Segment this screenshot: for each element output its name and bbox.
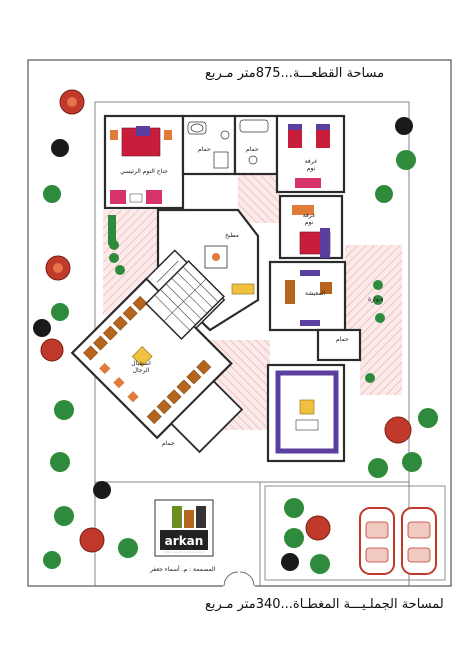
setback-line [94, 101, 410, 483]
courtyard-right [345, 245, 402, 395]
room-label-bedroom-2: غرفة نوم [302, 212, 316, 226]
master-bed [110, 126, 172, 204]
arkan-logo: arkan arkan design & construction [154, 499, 214, 557]
room-label-fountain: فـوارة [368, 296, 384, 303]
entrance-gate [223, 571, 255, 588]
family-hall [266, 363, 346, 463]
room-label-men-reception: استقبال الرجال [131, 360, 151, 374]
designer-credit: المصممة : م. أسماء جعفر [150, 566, 216, 573]
logo-brand: arkan [165, 534, 204, 548]
kitchen-island [204, 245, 255, 295]
living-furniture [285, 270, 332, 326]
courtyard-plants [109, 240, 385, 383]
plot-area-title: مساحة القطعـــة...875متر مـربع [205, 66, 385, 81]
men-reception-block [70, 249, 244, 454]
room-label-bath-3: حمام [336, 336, 349, 343]
room-label-kitchen: مطبخ [225, 232, 239, 239]
parking-area [264, 485, 446, 581]
room-label-living: المعيشة [305, 290, 326, 297]
built-area-title: لمساحة الجملـيـــة المغطـاة...340متر مـر… [205, 597, 444, 612]
car-right [401, 507, 437, 575]
garden-trees [33, 89, 438, 574]
room-label-bath-2: حمام [246, 146, 259, 153]
staircase [145, 260, 225, 340]
room-label-bedroom-1: غرفة نوم [304, 158, 318, 172]
room-label-bath-4: حمام [162, 440, 175, 447]
car-left [359, 507, 395, 575]
room-label-master-suite: جناح النوم الرئيسي [120, 168, 168, 175]
bedroom-beds [288, 124, 331, 258]
bath-fixtures [187, 119, 269, 169]
logo-tagline: arkan design & construction [163, 550, 205, 554]
room-label-bath-1: حمام [198, 146, 211, 153]
